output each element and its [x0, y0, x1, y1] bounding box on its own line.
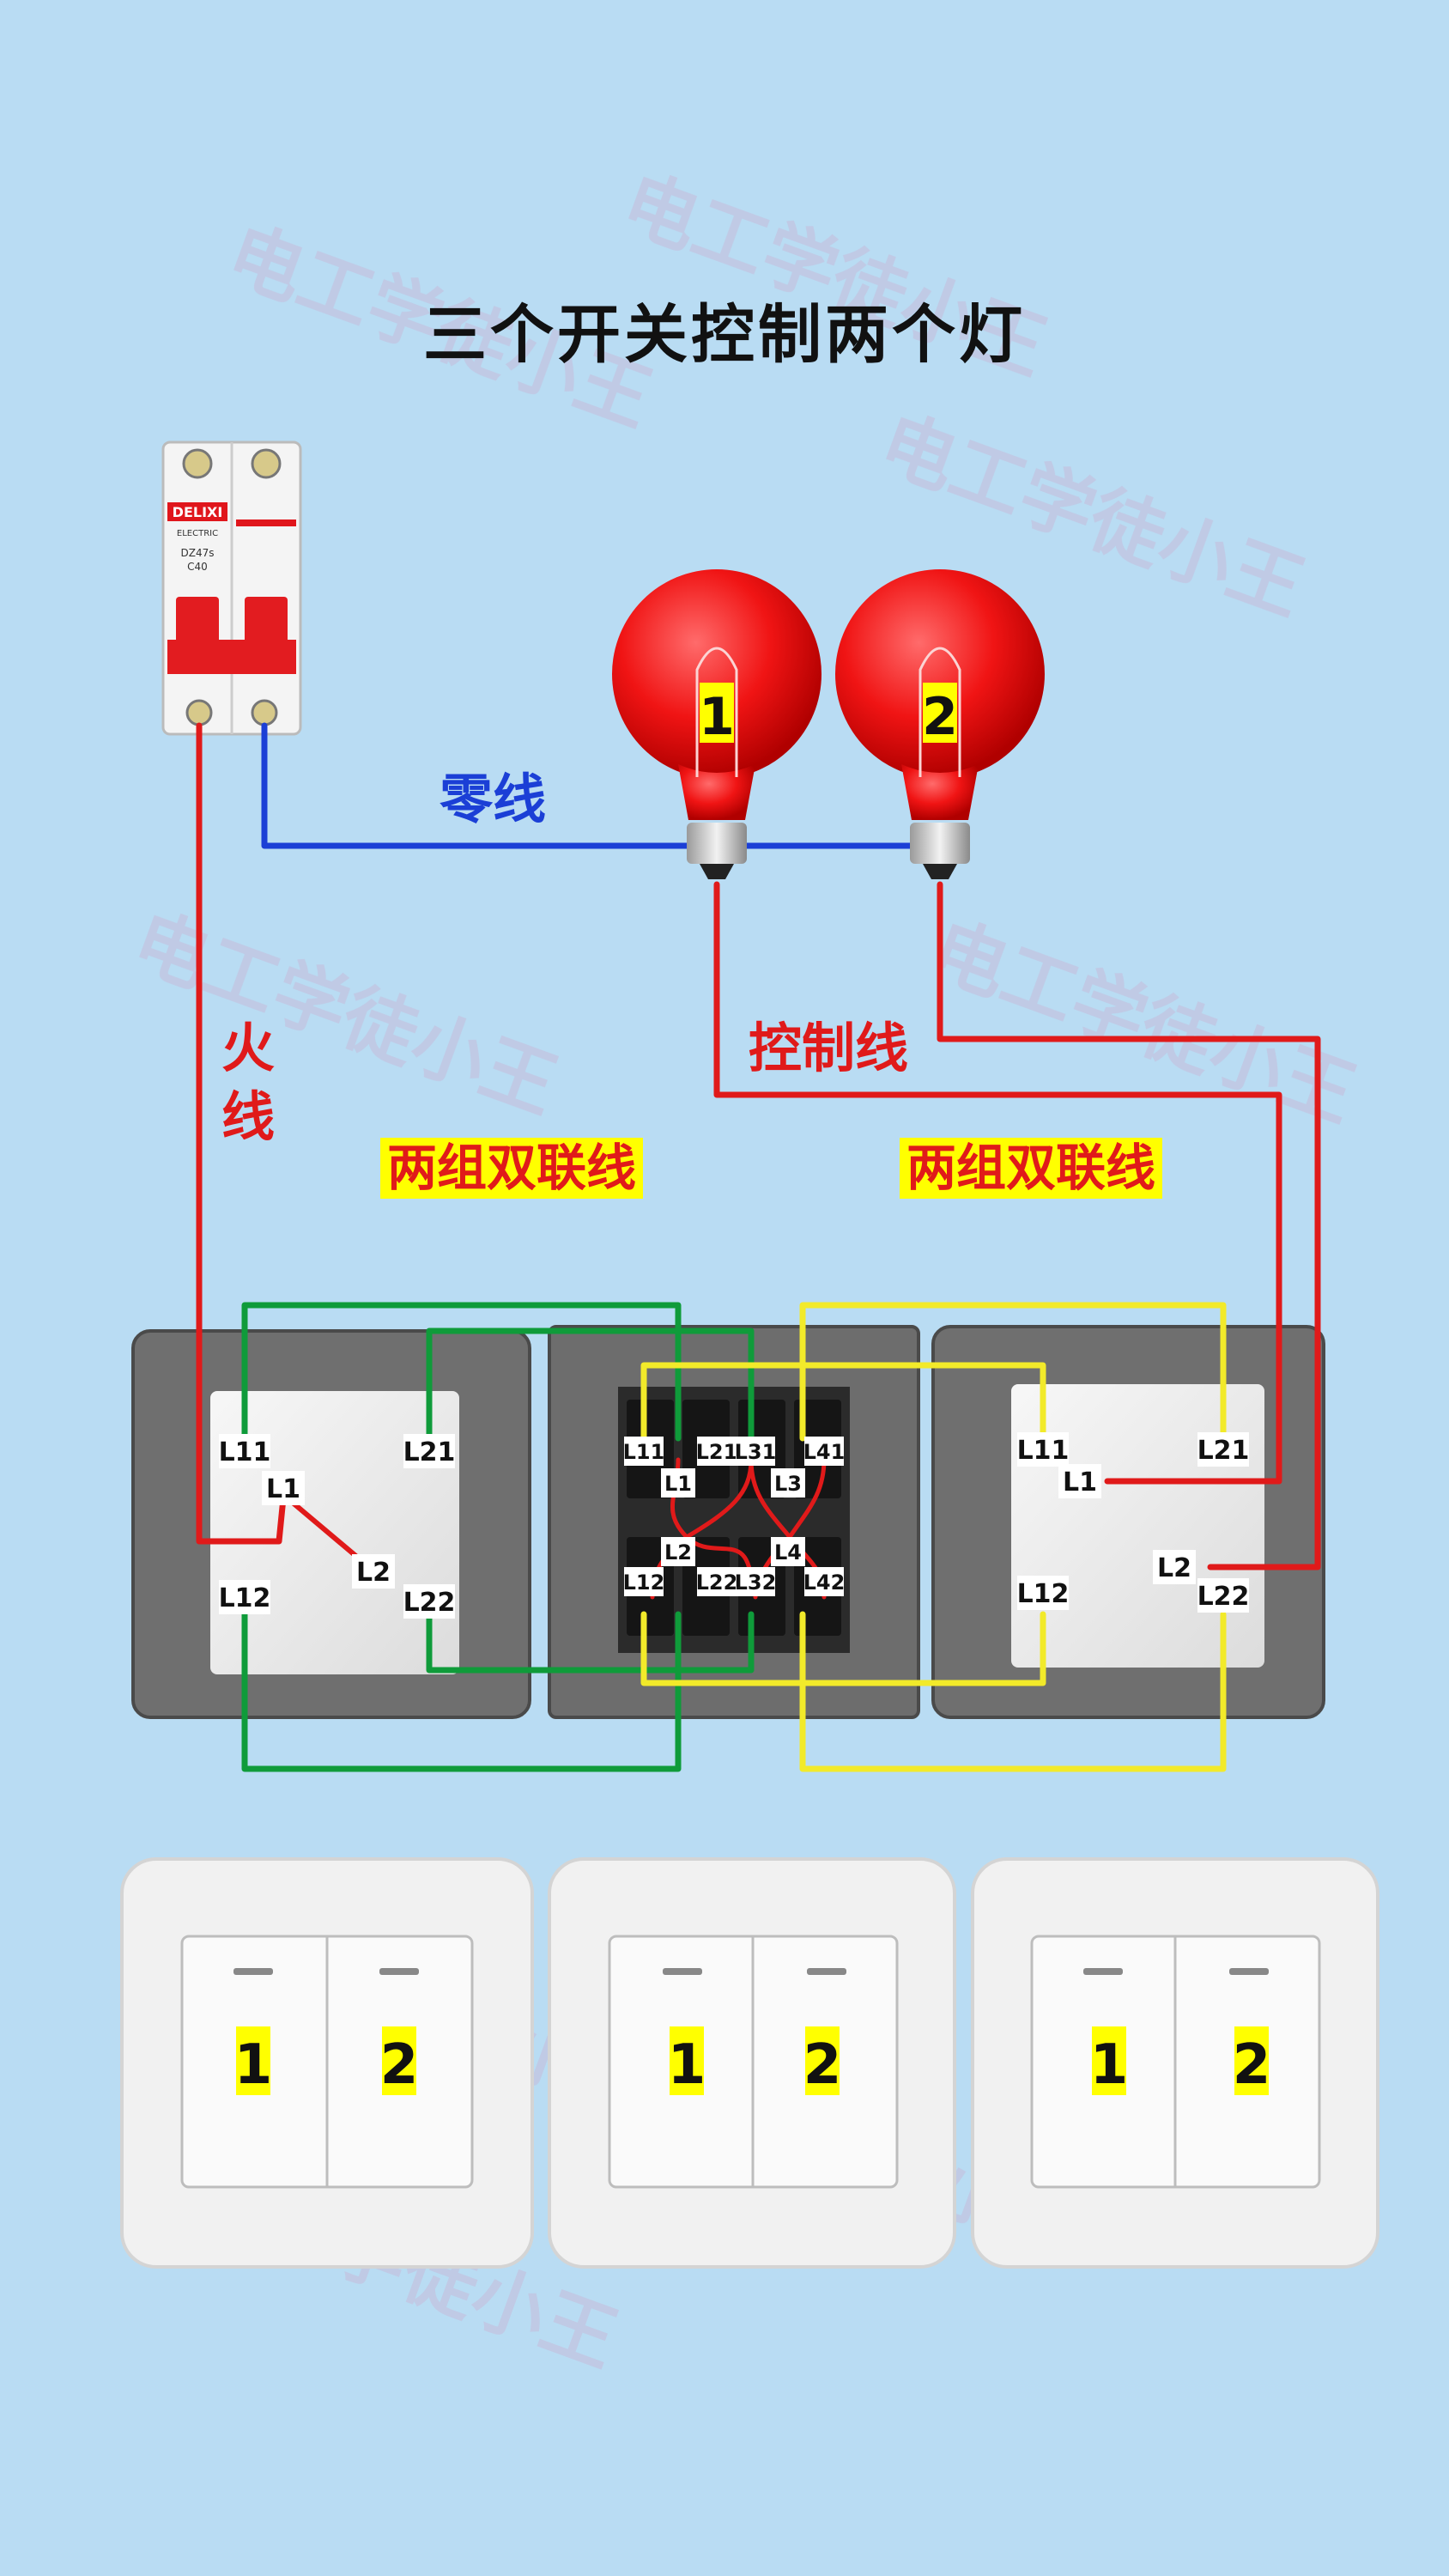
- group-wire-label-right: 两组双联线: [900, 1138, 1163, 1199]
- terminal-label: L22: [1197, 1582, 1250, 1612]
- left-terminals: L11 L21 L1 L2 L12 L22: [219, 1434, 456, 1619]
- terminal-label: L11: [623, 1440, 665, 1464]
- green-wire-2: [426, 1327, 755, 1442]
- green-wire-4: [426, 1611, 755, 1674]
- live-wire-label-1: 火: [221, 1017, 276, 1079]
- breaker-toggle: [245, 597, 288, 647]
- terminal-label: L21: [403, 1437, 456, 1467]
- terminal-label: L22: [403, 1588, 456, 1618]
- right-switch-body: [931, 1325, 1325, 1719]
- terminal-label: L21: [696, 1440, 738, 1464]
- switch-panel-3: 1 2: [971, 1857, 1379, 2269]
- breaker-toggle: [176, 597, 219, 647]
- switch-button-1: 1: [1090, 2033, 1129, 2097]
- switch-panel-1: 1 2: [120, 1857, 534, 2269]
- switch-button-2: 2: [1233, 2033, 1271, 2097]
- terminal-label: L31: [735, 1440, 777, 1464]
- neutral-wire-label: 零线: [440, 768, 547, 830]
- bulb-1: 1: [612, 569, 822, 879]
- breaker-sub: ELECTRIC: [177, 529, 218, 538]
- bulb-base: [687, 823, 747, 864]
- live-wire: [196, 722, 287, 1545]
- yellow-wire-3: [799, 1611, 1227, 1772]
- breaker-brand: DELIXI: [173, 504, 223, 520]
- terminal-label: L1: [664, 1472, 692, 1496]
- terminal-label: L41: [803, 1440, 846, 1464]
- terminal-label: L12: [219, 1583, 271, 1613]
- bulb-base: [910, 823, 970, 864]
- breaker-model: DZ47s: [181, 547, 215, 559]
- green-wire-1: [241, 1302, 682, 1442]
- terminal-label: L1: [1063, 1467, 1097, 1498]
- switch-button-1: 1: [668, 2033, 706, 2097]
- live-wire-label-2: 线: [221, 1085, 276, 1148]
- bulb-number: 1: [699, 687, 735, 747]
- screw-icon: [182, 448, 213, 479]
- yellow-wire-1: [799, 1302, 1227, 1442]
- screw-icon: [185, 699, 213, 726]
- circuit-breaker: DELIXI ELECTRIC DZ47s C40: [161, 440, 302, 736]
- terminal-label: L4: [774, 1540, 802, 1564]
- terminal-label: L11: [219, 1437, 271, 1467]
- terminal-label: L42: [803, 1571, 846, 1595]
- bulb-2: 2: [835, 569, 1045, 879]
- terminal-label: L12: [623, 1571, 665, 1595]
- terminal-label: L3: [774, 1472, 802, 1496]
- terminal-label: L21: [1197, 1436, 1250, 1466]
- left-switch-body: [131, 1329, 531, 1719]
- switch-button-2: 2: [803, 2033, 842, 2097]
- terminal-label: L11: [1017, 1436, 1070, 1466]
- yellow-wire-4: [640, 1611, 1046, 1686]
- control-wire-label: 控制线: [749, 1017, 909, 1079]
- terminal-label: L12: [1017, 1579, 1070, 1609]
- switch-panel-2: 1 2: [548, 1857, 956, 2269]
- switch-button-2: 2: [380, 2033, 419, 2097]
- breaker-rating: C40: [187, 561, 208, 573]
- middle-terminals: L11 L21 L31 L41 L1 L3 L2 L4 L12 L22 L32 …: [623, 1437, 846, 1596]
- screw-icon: [251, 448, 282, 479]
- control-wire-2: [937, 881, 1321, 1571]
- terminal-label: L2: [664, 1540, 692, 1564]
- neutral-wire: [261, 722, 943, 862]
- terminal-label: L22: [696, 1571, 738, 1595]
- yellow-wire-2: [640, 1362, 1046, 1442]
- page-title: 三个开关控制两个灯: [423, 298, 1026, 372]
- terminal-label: L2: [356, 1558, 391, 1588]
- terminal-label: L2: [1157, 1553, 1191, 1583]
- screw-icon: [251, 699, 278, 726]
- watermark-text: 电工学徒小王: [921, 907, 1367, 1139]
- middle-switch-body: [548, 1325, 920, 1719]
- right-terminals: L11 L21 L1 L2 L12 L22: [1017, 1432, 1250, 1613]
- watermark-text: 电工学徒小王: [123, 898, 568, 1130]
- switch-button-1: 1: [234, 2033, 273, 2097]
- terminal-label: L1: [266, 1474, 300, 1504]
- green-wire-3: [241, 1611, 682, 1772]
- bulb-number: 2: [922, 687, 958, 747]
- control-wire-1: [713, 881, 1282, 1485]
- terminal-label: L32: [735, 1571, 777, 1595]
- group-wire-label-left: 两组双联线: [380, 1138, 644, 1199]
